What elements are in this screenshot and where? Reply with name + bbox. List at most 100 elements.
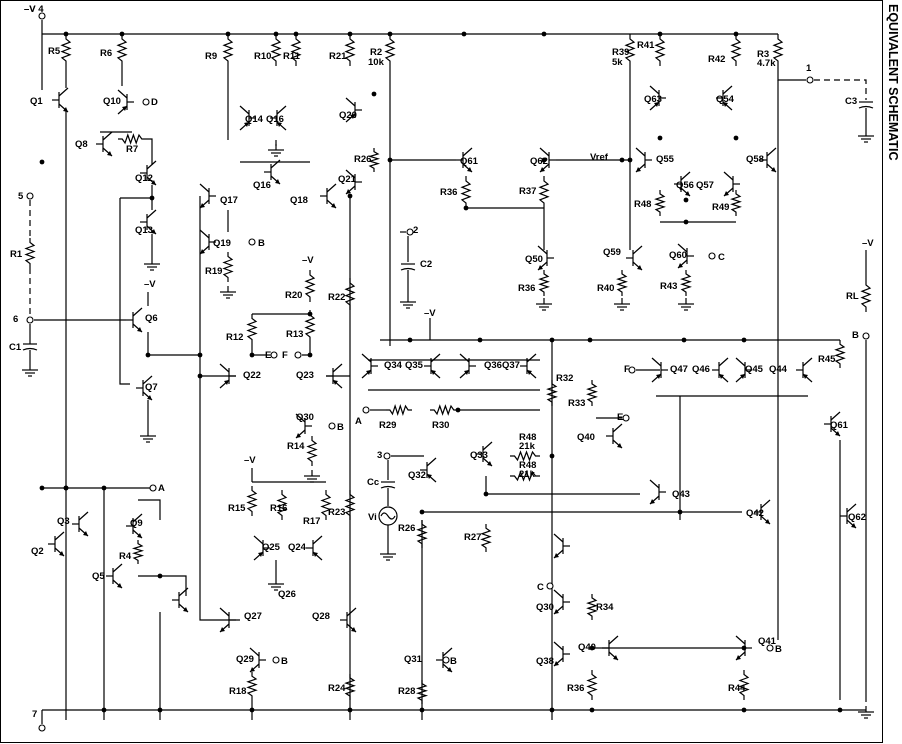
label-r18: R18 (229, 686, 246, 697)
label-cc: Cc (367, 477, 379, 488)
label-q35: Q35 (405, 360, 424, 371)
resistor (131, 540, 145, 564)
resistor (624, 34, 636, 66)
transistor-arrow (63, 107, 68, 112)
label-q7: Q7 (145, 382, 158, 393)
label-r32: R32 (556, 373, 573, 384)
label-r13: R13 (286, 329, 303, 340)
resistor (246, 314, 258, 344)
transistor (345, 97, 356, 107)
transistor-arrow (765, 519, 770, 524)
transistor (253, 535, 264, 545)
label-e1: E (265, 350, 271, 361)
label-q9: Q9 (130, 518, 143, 529)
label-r16: R16 (270, 503, 287, 514)
transistor-arrow (736, 655, 741, 660)
transistor-arrow (277, 122, 282, 127)
transistor (760, 499, 771, 509)
label-q2: Q2 (31, 546, 44, 557)
transistor (142, 375, 153, 385)
junction-dot (619, 157, 625, 163)
resistor (834, 340, 846, 368)
pin-terminal (149, 484, 157, 492)
transistor-arrow (636, 167, 641, 172)
label-b4: B (450, 656, 457, 667)
label-q56: Q56 (676, 180, 694, 191)
resistor (772, 34, 784, 66)
label-q22: Q22 (243, 370, 261, 381)
pin-terminal (38, 724, 46, 732)
label-b6: B (852, 330, 859, 341)
transistor (199, 183, 210, 193)
transistor (345, 169, 356, 179)
junction-dot (145, 352, 151, 358)
pin-terminal (708, 252, 716, 260)
junction-dot (197, 352, 203, 358)
wire (147, 332, 200, 356)
pin-terminal (806, 76, 814, 84)
label-q58: Q58 (746, 154, 764, 165)
label-q6: Q6 (145, 313, 158, 324)
transistor-arrow (617, 443, 622, 448)
label-r11: R11 (283, 51, 301, 62)
resistor (304, 310, 316, 342)
label-q61a: Q61 (460, 156, 479, 167)
pin-terminal (383, 452, 391, 460)
pin-terminal (328, 422, 336, 430)
label-q32: Q32 (408, 470, 426, 481)
label-q16b: Q16 (253, 180, 271, 191)
pin-label-4: –V 4 (24, 4, 44, 15)
label-r36b: R36 (518, 283, 535, 294)
label-q36: Q36 (484, 360, 502, 371)
junction-dot (589, 707, 595, 713)
junction-dot (549, 337, 555, 343)
pin-terminal (26, 316, 34, 324)
transistor-arrow (366, 370, 371, 375)
junction-dot (157, 573, 163, 579)
resistor (320, 490, 332, 520)
pin-label-7: 7 (32, 709, 37, 720)
transistor (102, 131, 113, 141)
resistor (538, 176, 550, 208)
label-q55: Q55 (656, 154, 675, 165)
transistor (219, 607, 230, 617)
pin-terminal (248, 238, 256, 246)
pin-terminal (362, 406, 370, 414)
transistor (332, 363, 343, 373)
resistor (415, 680, 429, 704)
label-q34: Q34 (384, 360, 403, 371)
wire (199, 196, 240, 621)
resistor (246, 486, 258, 516)
pin-terminal (294, 351, 302, 359)
transistor-arrow (431, 370, 436, 375)
label-r20: R20 (285, 290, 302, 301)
capacitor (22, 347, 38, 351)
transistor-arrow (117, 583, 122, 588)
junction-dot (477, 337, 483, 343)
junction-dot (197, 373, 203, 379)
pin-terminal (142, 98, 150, 106)
resistor (586, 670, 598, 700)
transistor (608, 635, 619, 645)
resistor (586, 380, 598, 406)
label-e2: E (617, 412, 623, 423)
transistor-arrow (83, 531, 88, 536)
label-r23: R23 (328, 507, 345, 518)
label-b5: B (775, 644, 782, 655)
transistor-arrow (275, 179, 280, 184)
junction-dot (741, 707, 747, 713)
transistor-arrow (724, 191, 729, 196)
label-r30: R30 (432, 420, 449, 431)
resistor (344, 34, 356, 66)
label-a2: A (355, 416, 362, 427)
label-r1: R1 (10, 249, 23, 260)
transistor (146, 160, 157, 170)
resistor (616, 270, 628, 296)
transistor-arrow (151, 229, 156, 234)
junction-dot (741, 337, 747, 343)
resistor (344, 490, 356, 520)
label-c2: C2 (420, 259, 432, 270)
transistor (537, 245, 548, 255)
transistor-arrow (740, 374, 745, 379)
transistor (482, 441, 493, 451)
